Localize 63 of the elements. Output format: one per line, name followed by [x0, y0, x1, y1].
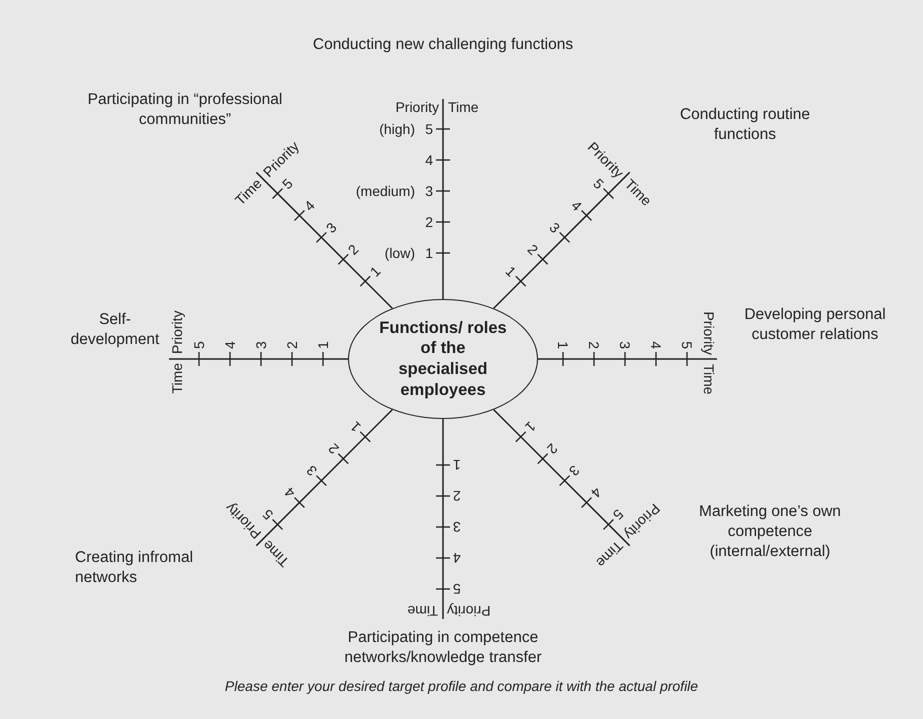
scale-number: 5 — [425, 122, 433, 136]
scale-number: 1 — [522, 419, 538, 435]
time-heading: Time — [448, 100, 479, 114]
scale-number: 4 — [425, 153, 433, 167]
scale-number: 3 — [618, 341, 632, 349]
scale-number: 3 — [254, 341, 268, 349]
scale-number: 2 — [285, 341, 299, 349]
scale-number: 3 — [566, 463, 582, 478]
priority-heading: Priority — [395, 100, 439, 114]
scale-number: 4 — [282, 485, 298, 500]
scale-number: 1 — [348, 419, 364, 435]
scale-number: 1 — [556, 341, 570, 349]
scale-number: 4 — [569, 198, 584, 214]
scale-number: 5 — [453, 582, 461, 596]
scale-number: 4 — [588, 485, 604, 500]
level-label: (medium) — [356, 184, 415, 198]
scale-number: 4 — [453, 551, 461, 565]
time-heading: Time — [407, 604, 438, 618]
category-label: Developing personal customer relations — [743, 304, 887, 345]
scale-number: 3 — [324, 220, 339, 236]
scale-number: 2 — [525, 242, 541, 258]
priority-heading: Priority — [170, 310, 184, 354]
scale-number: 5 — [590, 176, 606, 192]
scale-number: 1 — [503, 264, 519, 280]
ellipse-label: Functions/ roles of the specialised employees — [378, 318, 508, 400]
scale-number: 2 — [453, 489, 461, 503]
scale-number: 5 — [680, 341, 694, 349]
category-label: Marketing one’s own competence (internal/external) — [698, 502, 842, 562]
category-label: Conducting new challenging functions — [312, 34, 574, 55]
time-heading: Time — [702, 364, 716, 395]
scale-number: 2 — [587, 341, 601, 349]
category-label: Conducting routine functions — [678, 104, 812, 145]
scale-number: 3 — [453, 520, 461, 534]
scale-number: 1 — [453, 458, 461, 472]
scale-number: 1 — [316, 341, 330, 349]
scale-number: 1 — [367, 264, 383, 280]
category-label: Participating in “professional communities” — [86, 90, 284, 130]
priority-heading: Priority — [447, 604, 491, 618]
category-label: Self- development — [70, 310, 160, 350]
scale-number: 3 — [304, 463, 320, 478]
level-label: (low) — [384, 246, 415, 260]
scale-number: 3 — [425, 184, 433, 198]
scale-number: 2 — [544, 441, 560, 457]
scale-number: 1 — [425, 246, 433, 260]
time-heading: Time — [232, 176, 264, 208]
category-label: Creating infromal networks — [75, 548, 194, 588]
scale-number: 5 — [260, 506, 276, 522]
scale-number: 5 — [192, 341, 206, 349]
scale-number: 2 — [425, 215, 433, 229]
time-heading: Time — [170, 363, 184, 394]
category-label: Participating in competence networks/knowledge transfer — [343, 628, 543, 668]
scale-number: 4 — [223, 341, 237, 349]
scale-number: 4 — [302, 198, 317, 214]
caption-note: Please enter your desired target profile and compare it with the actual profile — [224, 678, 700, 694]
priority-heading: Priority — [702, 311, 716, 355]
time-heading: Time — [594, 538, 626, 570]
level-label: (high) — [379, 122, 415, 136]
scale-number: 5 — [610, 506, 626, 522]
scale-number: 5 — [280, 176, 296, 192]
scale-number: 3 — [547, 220, 562, 236]
scale-number: 2 — [345, 242, 361, 258]
scale-number: 4 — [649, 341, 663, 349]
scale-number: 2 — [326, 441, 342, 457]
